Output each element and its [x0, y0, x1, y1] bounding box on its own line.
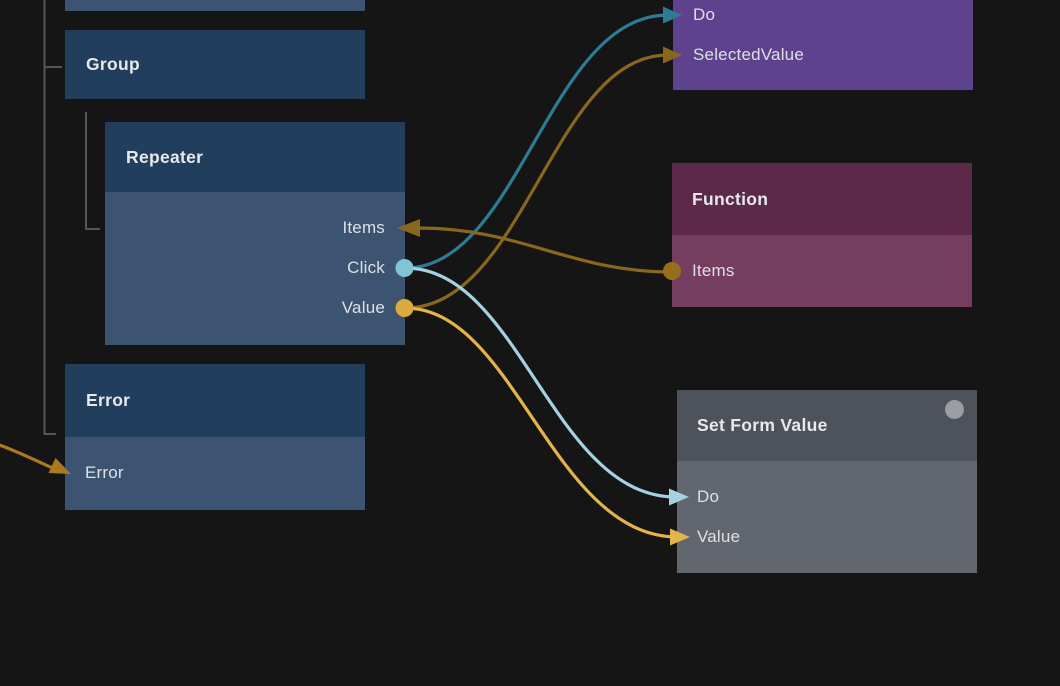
port-sfv-value[interactable]: Value [697, 527, 741, 546]
node-partial-top[interactable] [65, 0, 365, 11]
node-purple-partial[interactable]: Do SelectedValue [673, 0, 973, 90]
node-set-form-value-title: Set Form Value [697, 415, 828, 435]
tree-line-repeater [85, 112, 100, 230]
node-group-title: Group [86, 54, 140, 74]
wire-value-to-selectedvalue[interactable] [403, 53, 670, 310]
port-error-error[interactable]: Error [85, 463, 124, 482]
port-repeater-items[interactable]: Items [342, 218, 385, 237]
node-set-form-value-body: Do Value [677, 461, 977, 573]
port-sfv-do[interactable]: Do [697, 487, 720, 506]
wire-click-to-do[interactable] [403, 13, 670, 270]
node-repeater[interactable]: Repeater Items Click Value [105, 122, 405, 345]
node-group[interactable]: Group [65, 30, 365, 99]
node-error-body: Error [65, 437, 365, 510]
wire-functionitems-to-repeateritems[interactable] [416, 226, 674, 274]
wire-click-to-sfv-do[interactable] [403, 266, 678, 499]
port-purple-selectedvalue[interactable]: SelectedValue [693, 45, 804, 64]
port-repeater-click[interactable]: Click [347, 258, 385, 277]
wire-offscreen-to-error[interactable] [0, 443, 57, 471]
node-error-title: Error [65, 364, 365, 437]
node-repeater-title: Repeater [105, 122, 405, 192]
node-set-form-value[interactable]: Set Form Value Do Value [677, 390, 977, 573]
status-dot-icon [945, 400, 964, 419]
tree-line-main [43, 0, 56, 435]
port-repeater-value[interactable]: Value [341, 298, 385, 317]
node-error[interactable]: Error Error [65, 364, 365, 510]
wire-value-to-sfv-value[interactable] [403, 306, 680, 539]
node-function[interactable]: Function Items [672, 163, 972, 307]
port-function-items[interactable]: Items [692, 261, 735, 280]
port-purple-do[interactable]: Do [693, 5, 716, 24]
node-repeater-body: Items Click Value [105, 192, 405, 345]
node-function-body: Items [672, 235, 972, 307]
node-function-title: Function [672, 163, 972, 235]
